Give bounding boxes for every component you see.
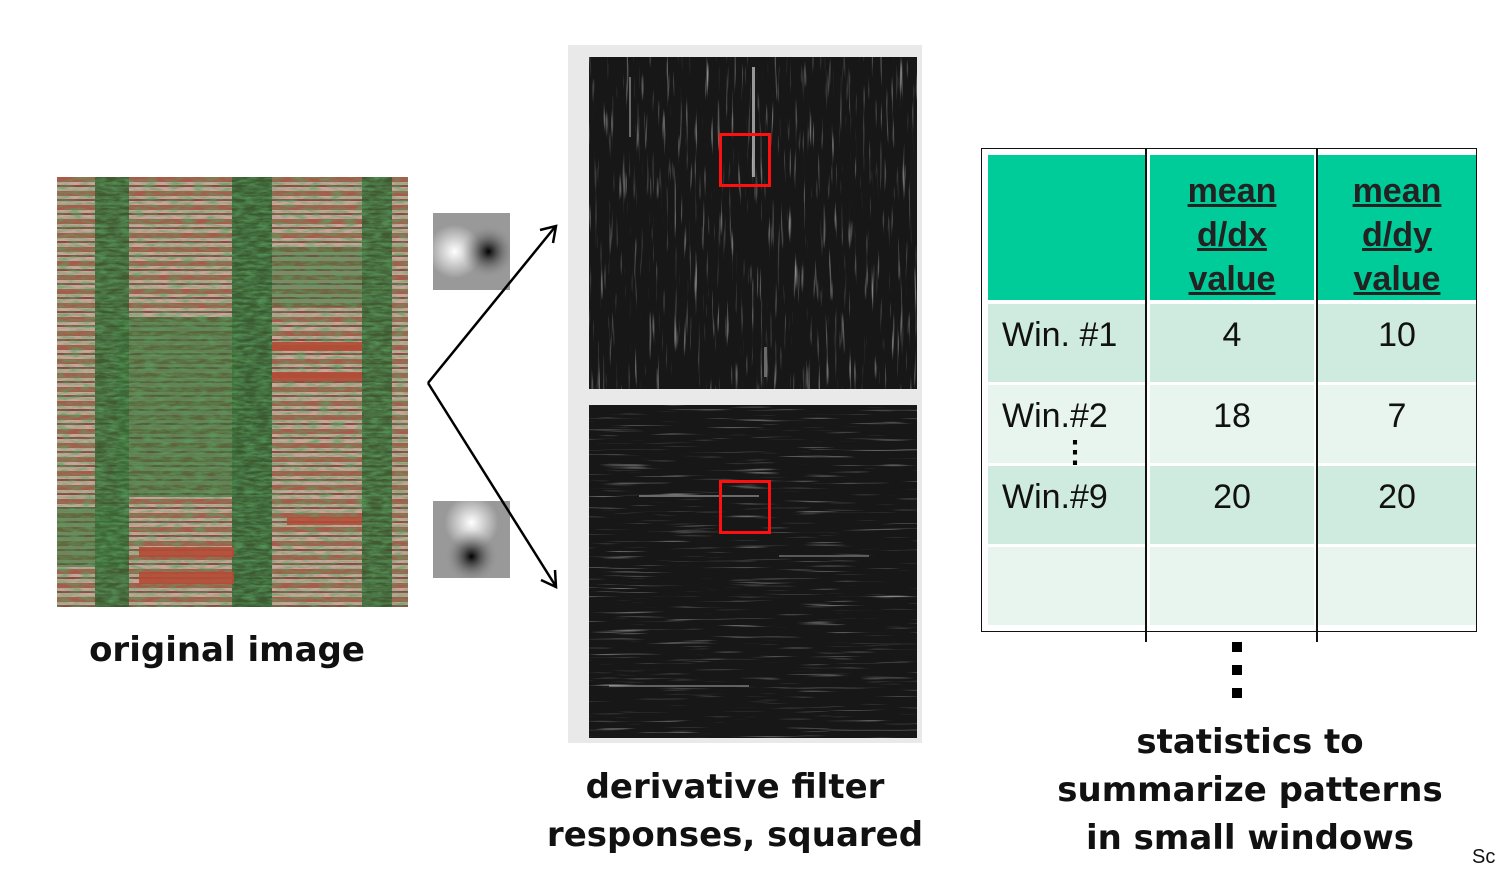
arrow-up	[427, 226, 556, 384]
filter-response-panel	[568, 45, 922, 743]
window-box-dx	[719, 133, 771, 187]
table-column-divider	[1316, 148, 1318, 642]
arrow-up-head	[539, 224, 558, 244]
table-cell-dy: 7	[1318, 385, 1476, 463]
table-cell-dx: 4	[1150, 304, 1314, 382]
table-cell-dx: 18	[1150, 385, 1314, 463]
table-cell-dy	[1318, 547, 1476, 625]
arrow-down	[426, 382, 557, 586]
derivative-caption: derivative filter responses, squared	[546, 767, 924, 855]
filter-arrows	[426, 224, 558, 590]
vertical-ellipsis-icon: ⋮	[1060, 436, 1090, 469]
table-cell-dx	[1150, 547, 1314, 625]
table-header-dy: mean d/dy value	[1318, 155, 1476, 300]
table-cell-dy: 10	[1318, 304, 1476, 382]
vertical-derivative-kernel-icon	[433, 501, 510, 578]
dx-response-image	[589, 57, 917, 389]
statistics-caption: statistics to summarize patterns in smal…	[1057, 722, 1443, 858]
table-row-label: Win.#9	[988, 466, 1146, 544]
table-column-divider	[1145, 148, 1147, 642]
table-cell-dx: 20	[1150, 466, 1314, 544]
table-row-label: Win. #1	[988, 304, 1146, 382]
table-header-dx: mean d/dx value	[1150, 155, 1314, 300]
table-row-label	[988, 547, 1146, 625]
table-header-corner	[988, 155, 1146, 300]
window-box-dy	[719, 480, 771, 534]
original-image-caption: original image	[89, 630, 365, 670]
arrow-down-head	[540, 569, 558, 590]
table-row-label: Win.#2	[988, 385, 1146, 463]
dy-response-image	[589, 405, 917, 738]
horizontal-derivative-kernel-icon	[433, 213, 510, 290]
vertical-ellipsis-icon	[1226, 642, 1248, 711]
corner-text: Sc	[1472, 846, 1496, 868]
original-image	[57, 177, 408, 607]
statistics-table: mean d/dx value mean d/dy value Win. #1 …	[981, 148, 1477, 632]
table-cell-dy: 20	[1318, 466, 1476, 544]
